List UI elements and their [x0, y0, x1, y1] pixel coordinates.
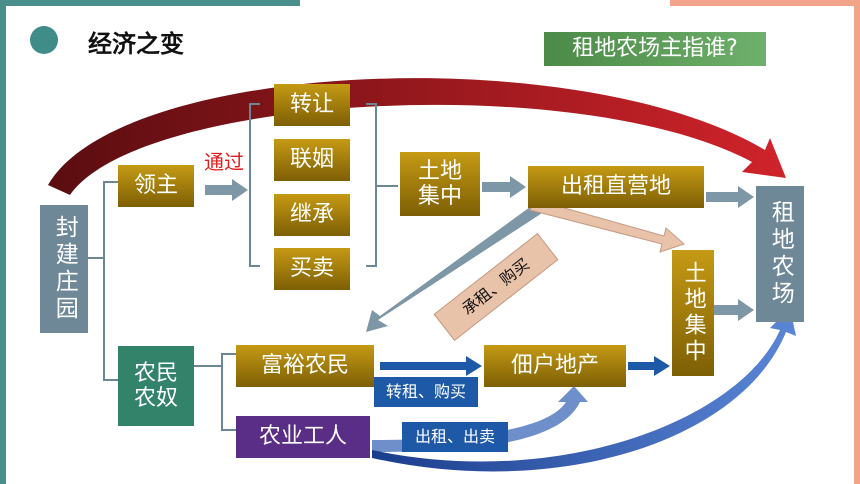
manor-box: 封建庄园 [40, 205, 88, 333]
method-marriage: 联姻 [274, 139, 350, 181]
tenant-farm-box: 租地农场 [756, 186, 804, 322]
bracket-methods-right [366, 103, 398, 267]
arrow-lease-to-farm [706, 186, 754, 208]
method-trade: 买卖 [274, 248, 350, 290]
tenant-property-box: 佃户地产 [484, 345, 626, 387]
arrow-rich-to-tenant [380, 356, 482, 376]
arrow-lease-to-rich [366, 194, 556, 332]
land-concentration-box: 土地集中 [400, 152, 480, 216]
frame-accent-left [0, 0, 300, 6]
agri-workers-box: 农业工人 [236, 416, 370, 458]
arrow-lord-to-methods [205, 179, 248, 201]
red-arc-arrow [48, 78, 786, 195]
frame-side-left [0, 0, 6, 484]
arrow-land2-to-farm [712, 299, 754, 321]
bracket-manor [88, 181, 118, 381]
land-concentration-2-box: 土地集中 [672, 250, 714, 376]
lord-box: 领主 [118, 165, 194, 207]
bullet-dot-icon [30, 26, 58, 54]
frame-side-right [854, 0, 860, 484]
sublease-buy-label: 转租、购买 [374, 377, 478, 407]
rich-peasants-box: 富裕农民 [236, 345, 374, 387]
peasants-box: 农民农奴 [118, 346, 194, 426]
lease-direct-box: 出租直营地 [528, 166, 704, 208]
method-inherit: 继承 [274, 194, 350, 236]
bracket-peasants [194, 353, 236, 431]
bracket-methods-left [249, 103, 260, 267]
arrow-tenant-to-land2 [628, 356, 670, 376]
rent-sell-label: 出租、出卖 [402, 422, 508, 452]
method-transfer: 转让 [274, 84, 350, 126]
question-banner: 租地农场主指谁? [544, 32, 766, 66]
through-label: 通过 [204, 150, 244, 174]
arrow-land-to-lease [482, 176, 526, 198]
frame-accent-right [670, 0, 860, 6]
slide-title: 经济之变 [88, 30, 184, 58]
